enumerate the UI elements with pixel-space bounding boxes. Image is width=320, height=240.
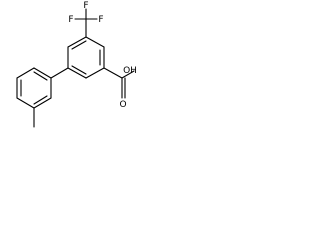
tolyl-ring-bond-top-right [33,67,52,79]
fluorine-label-left: F [68,15,73,25]
tolyl-ring-bond-bottom-left [16,97,35,109]
hydroxyl-label: OH [123,66,137,76]
tolyl-double-bond-bottom-right [33,95,48,105]
central-benzene-ring [67,36,105,79]
bond-ring-to-carboxyl [103,67,123,79]
oxygen-label-carbonyl: O [119,100,126,110]
ring-bond-bottom-left [67,67,87,79]
ring-bond-bottom-right [85,67,105,79]
ring-double-bond-bottom-left [71,65,87,75]
fluorine-label-right: F [98,15,103,25]
tolyl-double-bond-top-right [33,71,48,81]
tolyl-ring-bond-bottom-right [33,97,52,109]
fluorine-label-top: F [83,1,88,11]
tolyl-benzene-ring [16,67,52,109]
trifluoromethyl-group: F F F [68,1,104,38]
carboxylic-acid-group: O OH [103,66,137,110]
ring-bond-top-left [67,36,87,48]
ring-double-bond-top-left [71,40,87,50]
bond-carbon-hydroxyl [121,70,135,79]
chemical-structure-diagram: F F F O OH [16,1,137,128]
ring-bond-top-right [85,36,105,48]
biaryl-bond [50,67,69,79]
tolyl-ring-bond-top-left [16,67,35,79]
